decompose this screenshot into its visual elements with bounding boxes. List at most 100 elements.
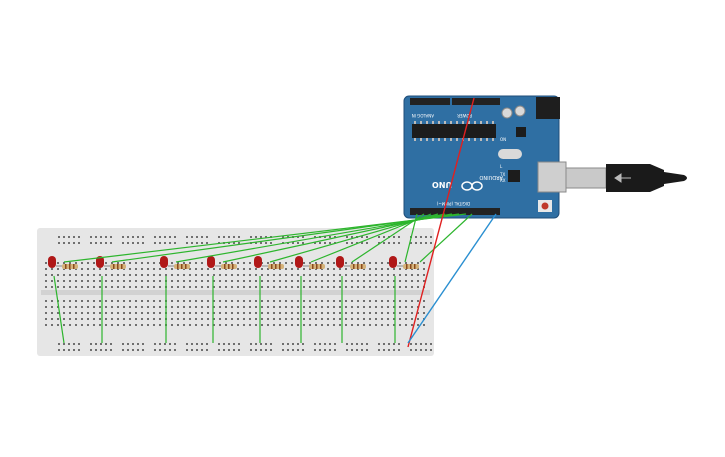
breadboard-components[interactable] <box>48 256 419 269</box>
ground-wire[interactable] <box>407 213 497 344</box>
red-led[interactable] <box>295 256 303 268</box>
red-led[interactable] <box>48 256 56 268</box>
rail-hole <box>302 242 304 244</box>
led-resistor-pair[interactable] <box>48 256 78 269</box>
breadboard-hole <box>387 268 389 270</box>
red-led[interactable] <box>207 256 215 268</box>
breadboard-hole <box>339 300 341 302</box>
breadboard-hole <box>159 300 161 302</box>
breadboard[interactable] <box>37 228 434 356</box>
rail-hole <box>420 236 422 238</box>
breadboard-hole <box>393 318 395 320</box>
breadboard-hole <box>309 268 311 270</box>
breadboard-hole <box>267 312 269 314</box>
rail-hole <box>90 242 92 244</box>
breadboard-hole <box>225 300 227 302</box>
rail-hole <box>105 349 107 351</box>
rail-hole <box>100 242 102 244</box>
rail-hole <box>186 236 188 238</box>
signal-wire[interactable] <box>404 213 418 263</box>
breadboard-hole <box>363 312 365 314</box>
led-resistor-pair[interactable] <box>254 256 284 269</box>
led-resistor-pair[interactable] <box>336 256 366 269</box>
red-led[interactable] <box>389 256 397 268</box>
red-led[interactable] <box>336 256 344 268</box>
rail-hole <box>142 349 144 351</box>
usb-port[interactable] <box>537 161 567 193</box>
breadboard-hole <box>225 312 227 314</box>
arduino-uno-board[interactable]: UNO ARDUINO DIGITAL (PWM~) POWER ANALOG … <box>403 95 567 219</box>
led-resistor-pair[interactable] <box>295 256 325 269</box>
breadboard-hole <box>75 280 77 282</box>
breadboard-hole <box>171 280 173 282</box>
signal-wire[interactable] <box>351 213 425 263</box>
breadboard-hole <box>375 274 377 276</box>
breadboard-hole <box>225 274 227 276</box>
red-led[interactable] <box>254 256 262 268</box>
wires[interactable] <box>53 97 497 348</box>
breadboard-hole <box>45 300 47 302</box>
breadboard-hole <box>171 274 173 276</box>
breadboard-hole <box>261 324 263 326</box>
rail-hole <box>105 236 107 238</box>
usb-cable[interactable] <box>565 164 687 192</box>
breadboard-hole <box>411 280 413 282</box>
breadboard-hole <box>105 274 107 276</box>
signal-wire[interactable] <box>419 213 473 263</box>
rail-hole <box>255 343 257 345</box>
rail-hole <box>186 242 188 244</box>
breadboard-hole <box>171 306 173 308</box>
breadboard-hole <box>87 286 89 288</box>
rail-hole <box>78 343 80 345</box>
breadboard-hole <box>375 300 377 302</box>
reset-button-cap[interactable] <box>541 202 549 210</box>
led-resistor-pair[interactable] <box>96 256 126 269</box>
red-led[interactable] <box>160 256 168 268</box>
breadboard-hole <box>309 262 311 264</box>
breadboard-hole <box>159 268 161 270</box>
rail-hole <box>73 349 75 351</box>
rail-hole <box>95 236 97 238</box>
breadboard-hole <box>231 274 233 276</box>
breadboard-hole <box>195 268 197 270</box>
led-resistor-pair[interactable] <box>207 256 237 269</box>
breadboard-hole <box>93 286 95 288</box>
breadboard-hole <box>135 324 137 326</box>
signal-wire[interactable] <box>111 213 460 263</box>
breadboard-hole <box>105 268 107 270</box>
rail-hole <box>334 349 336 351</box>
usb-plug-body[interactable] <box>606 164 664 192</box>
breadboard-hole <box>411 318 413 320</box>
red-led[interactable] <box>96 256 104 268</box>
breadboard-hole <box>219 300 221 302</box>
breadboard-hole <box>93 306 95 308</box>
rail-hole <box>393 343 395 345</box>
breadboard-hole <box>243 262 245 264</box>
chip-pin <box>486 121 488 124</box>
chip-pin <box>426 121 428 124</box>
rail-hole <box>250 349 252 351</box>
resistor-band <box>410 264 412 269</box>
breadboard-hole <box>309 306 311 308</box>
breadboard-hole <box>231 312 233 314</box>
breadboard-hole <box>87 262 89 264</box>
rail-hole <box>302 349 304 351</box>
breadboard-hole <box>267 324 269 326</box>
rail-hole <box>260 343 262 345</box>
rail-hole <box>250 343 252 345</box>
breadboard-hole <box>243 286 245 288</box>
usb-cable-tail <box>664 172 687 184</box>
led-resistor-pair[interactable] <box>160 256 190 269</box>
power-wire[interactable] <box>407 97 475 348</box>
chip-pin <box>468 138 470 141</box>
board-name-label: UNO <box>432 180 452 189</box>
breadboard-hole <box>111 262 113 264</box>
breadboard-hole <box>303 280 305 282</box>
breadboard-hole <box>399 324 401 326</box>
rail-hole <box>324 349 326 351</box>
rx-label: RX <box>500 178 506 183</box>
jumper-wire[interactable] <box>53 275 65 344</box>
led-resistor-pair[interactable] <box>389 256 419 269</box>
